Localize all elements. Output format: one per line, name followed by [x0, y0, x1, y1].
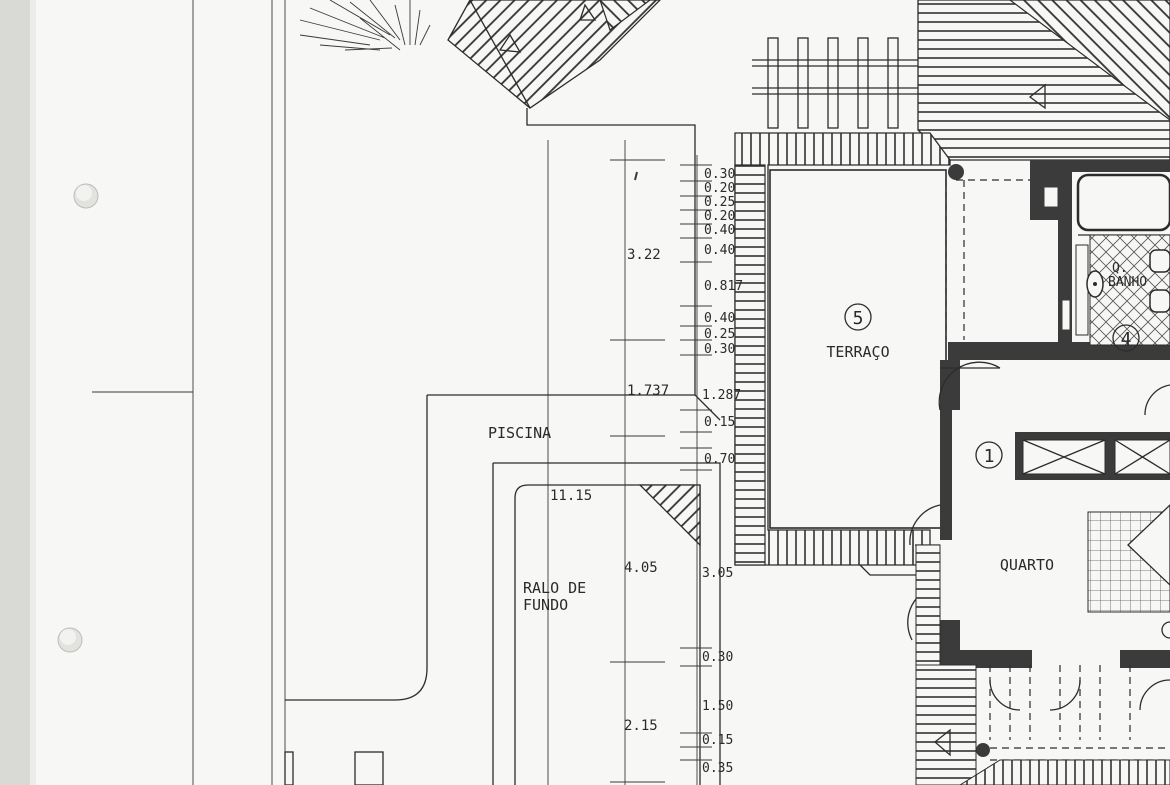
- dim-r0: 0.30: [704, 167, 735, 182]
- room-quarto: 1 QUARTO: [975, 441, 1054, 574]
- dim-1-737: 1.737: [627, 383, 669, 399]
- dimension-labels: 3.22 1.737 11.15 4.05 2.15: [550, 247, 669, 734]
- terrace-frame: [734, 132, 951, 566]
- dim-r8: 0.25: [704, 327, 735, 342]
- dim-r5: 0.40: [704, 243, 735, 258]
- steps-bottom-left: [284, 751, 384, 785]
- ralo-label-1: RALO DE: [523, 579, 586, 597]
- dim-r14: 0.30: [702, 650, 733, 665]
- dim-r10: 1.287: [702, 388, 741, 403]
- dim-11-15: 11.15: [550, 488, 592, 504]
- dim-r12: 0.70: [704, 452, 735, 467]
- pergola: [752, 37, 920, 129]
- dim-r1: 0.20: [704, 181, 735, 196]
- dimension-labels-column: 0.30 0.20 0.25 0.20 0.40 0.40 0.817 0.40…: [702, 167, 743, 776]
- dim-r9: 0.30: [704, 342, 735, 357]
- dim-3-22: 3.22: [627, 247, 661, 263]
- quarto-number: 1: [984, 446, 995, 467]
- site-boundary-lines: [92, 0, 286, 785]
- tree-symbol: [299, 0, 431, 51]
- stair-hatch: [859, 544, 1170, 785]
- dim-4-05: 4.05: [624, 560, 658, 576]
- bathroom: [1075, 173, 1170, 346]
- dim-r17: 0.35: [702, 761, 733, 776]
- room-terraco: 5 TERRAÇO: [826, 303, 890, 361]
- binder-hole-top: [73, 183, 99, 209]
- house-walls: [940, 160, 1170, 757]
- room-banho: 4 Q. BANHO: [1108, 261, 1147, 352]
- quarto-label: QUARTO: [1000, 556, 1054, 574]
- ralo-label-2: FUNDO: [523, 596, 568, 614]
- terraco-number: 5: [853, 308, 864, 329]
- dim-r11: 0.15: [704, 415, 735, 430]
- dim-r13: 3.05: [702, 566, 733, 581]
- dim-r3: 0.20: [704, 209, 735, 224]
- pool-outline: [285, 108, 721, 785]
- dim-2-15: 2.15: [624, 718, 658, 734]
- piscina-label: PISCINA: [488, 424, 551, 442]
- dim-r16: 0.15: [702, 733, 733, 748]
- dim-r6: 0.817: [704, 279, 743, 294]
- binder-hole-bottom: [57, 627, 83, 653]
- dim-r2: 0.25: [704, 195, 735, 210]
- roof-hatch-top: [447, 0, 661, 109]
- terraco-label: TERRAÇO: [826, 343, 889, 361]
- banho-label-2: BANHO: [1108, 275, 1147, 290]
- paper-edge: [0, 0, 30, 785]
- dim-r15: 1.50: [702, 699, 733, 714]
- roof-hatch-right: [917, 0, 1170, 161]
- dimension-lines: [547, 140, 712, 785]
- bedroom-furniture: [1015, 432, 1170, 639]
- banho-label-1: Q.: [1112, 261, 1128, 276]
- dim-r4: 0.40: [704, 223, 735, 238]
- banho-number: 4: [1121, 329, 1132, 350]
- dim-r7: 0.40: [704, 311, 735, 326]
